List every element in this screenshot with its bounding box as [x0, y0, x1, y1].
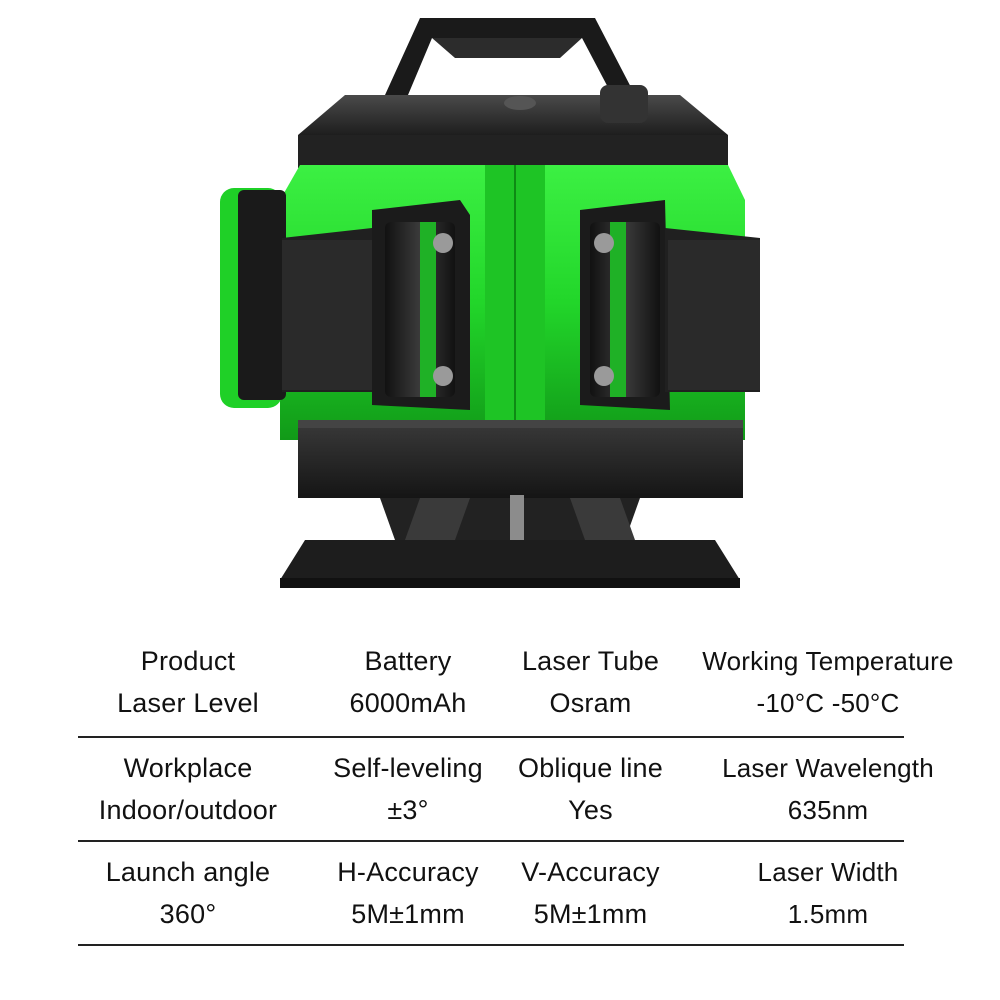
spec-label: H-Accuracy: [337, 857, 479, 887]
spec-cell-battery: Battery 6000mAh: [298, 628, 518, 736]
spec-label: Laser Wavelength: [722, 753, 934, 783]
spec-table: Product Laser Level Battery 6000mAh Lase…: [78, 628, 954, 946]
spec-cell-self-leveling: Self-leveling ±3°: [298, 738, 518, 840]
spec-value: Indoor/outdoor: [98, 795, 278, 825]
spec-label: Working Temperature: [702, 646, 954, 676]
spec-cell-product: Product Laser Level: [78, 628, 298, 736]
laser-level-product-photo: [220, 18, 760, 588]
spec-value: 635nm: [787, 795, 869, 825]
spec-value: 5M±1mm: [351, 899, 465, 929]
spec-value: Yes: [568, 795, 613, 825]
spec-row: Product Laser Level Battery 6000mAh Lase…: [78, 628, 954, 738]
spec-value: 6000mAh: [349, 688, 467, 718]
spec-label: Launch angle: [105, 857, 271, 887]
spec-row: Launch angle 360° H-Accuracy 5M±1mm V-Ac…: [78, 842, 904, 946]
spec-cell-oblique-line: Oblique line Yes: [498, 738, 683, 840]
spec-cell-laser-wavelength: Laser Wavelength 635nm: [683, 738, 973, 840]
spec-cell-v-accuracy: V-Accuracy 5M±1mm: [498, 842, 683, 944]
spec-value: 1.5mm: [787, 899, 869, 929]
spec-value: Osram: [549, 688, 632, 718]
spec-value: ±3°: [387, 795, 429, 825]
spec-label: Product: [140, 646, 236, 676]
spec-cell-h-accuracy: H-Accuracy 5M±1mm: [298, 842, 518, 944]
spec-label: Self-leveling: [333, 753, 483, 783]
spec-label: Workplace: [123, 753, 253, 783]
spec-label: Laser Tube: [521, 646, 660, 676]
spec-label: Laser Width: [757, 857, 899, 887]
spec-cell-launch-angle: Launch angle 360°: [78, 842, 298, 944]
spec-cell-laser-tube: Laser Tube Osram: [498, 628, 683, 736]
spec-cell-working-temperature: Working Temperature -10°C -50°C: [683, 628, 973, 736]
spec-cell-workplace: Workplace Indoor/outdoor: [78, 738, 298, 840]
spec-label: V-Accuracy: [521, 857, 660, 887]
spec-value: 5M±1mm: [533, 899, 648, 929]
spec-cell-laser-width: Laser Width 1.5mm: [683, 842, 973, 944]
spec-value: Laser Level: [117, 688, 259, 718]
spec-value: 360°: [159, 899, 217, 929]
spec-value: -10°C -50°C: [756, 688, 900, 718]
spec-label: Oblique line: [518, 753, 663, 783]
spec-label: Battery: [364, 646, 452, 676]
spec-row: Workplace Indoor/outdoor Self-leveling ±…: [78, 738, 934, 842]
